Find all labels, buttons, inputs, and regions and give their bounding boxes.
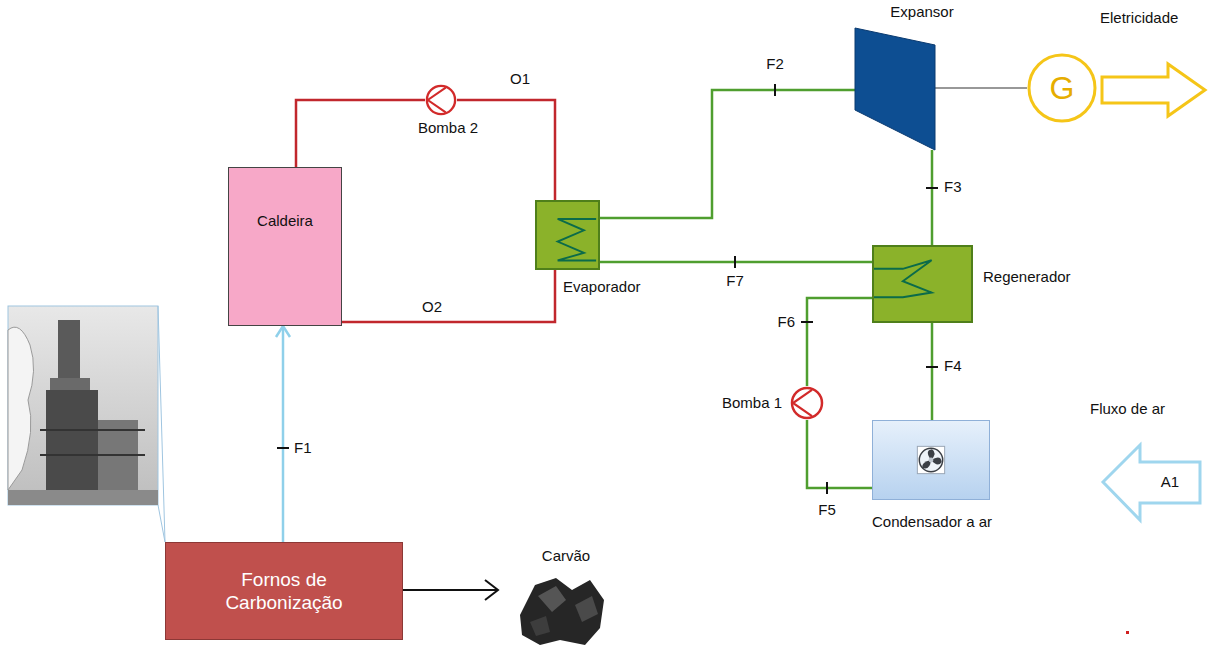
photo-leader	[158, 505, 165, 542]
charcoal-highlight	[538, 586, 566, 612]
flow-line	[282, 326, 285, 542]
stream-label: F6	[775, 313, 797, 331]
flow-line	[342, 270, 555, 322]
component-label: Condensador a ar	[872, 513, 992, 531]
photo-rail	[40, 429, 145, 431]
furnace-photo	[8, 306, 158, 505]
coil-drawing	[537, 202, 598, 268]
charcoal-lump	[520, 578, 604, 645]
expander-symbol: Expansor	[855, 25, 935, 150]
charcoal-arrowhead	[485, 580, 498, 600]
photo-leader	[158, 306, 165, 542]
pump-symbol: Bomba 2	[425, 84, 457, 116]
stream-tick	[774, 84, 776, 96]
stream-label: F1	[292, 439, 314, 457]
arrowhead	[276, 326, 290, 337]
output-label: Eletricidade	[1100, 9, 1178, 27]
product-label: Carvão	[542, 547, 590, 565]
air-condenser: Condensador a ar	[872, 420, 990, 500]
stream-label: F5	[816, 501, 838, 519]
stream-label: F7	[724, 272, 746, 290]
stream-label: F4	[942, 357, 964, 375]
component-label: Bomba 2	[418, 119, 478, 137]
flow-line	[457, 100, 555, 200]
flow-line	[935, 87, 1027, 88]
coil-drawing	[874, 247, 971, 321]
pump-impeller	[793, 390, 812, 416]
stream-number: A1	[1161, 473, 1179, 491]
heat-exchanger: Regenerador	[872, 245, 973, 323]
boiler-box: Caldeira	[228, 167, 342, 326]
air-flow-arrow	[1103, 445, 1200, 520]
flow-line	[931, 150, 934, 245]
node-label: Caldeira	[257, 212, 313, 230]
node-label: Fornos de Carbonização	[189, 568, 379, 614]
component-label: Expansor	[890, 3, 953, 21]
pump-drawing	[425, 84, 457, 116]
stream-label: F3	[942, 178, 964, 196]
fan-frame	[917, 446, 944, 473]
electricity-arrow	[1102, 64, 1205, 116]
pump-casing	[792, 388, 822, 418]
expander-body	[855, 28, 935, 150]
stream-tick	[801, 321, 813, 323]
node-label: G	[1050, 70, 1075, 106]
charcoal-highlight	[575, 596, 598, 622]
photo-ground	[8, 490, 158, 505]
stream-tick	[926, 187, 938, 189]
flow-line	[296, 100, 425, 167]
charcoal-pile	[520, 578, 604, 645]
coil-tube	[874, 260, 932, 297]
component-label: Evaporador	[563, 278, 641, 296]
pump-impeller	[428, 88, 446, 113]
charcoal-arrow	[403, 589, 497, 591]
photo-smoke	[8, 327, 34, 490]
pump-drawing	[790, 386, 824, 420]
stream-tick	[926, 366, 938, 368]
component-label: Regenerador	[983, 268, 1071, 286]
photo-rail	[40, 454, 145, 456]
photo-frame	[8, 306, 158, 505]
photo-platform	[50, 378, 90, 390]
coil-tube	[558, 219, 596, 260]
furnace-box: Fornos de Carbonização	[165, 542, 403, 640]
component-label: Bomba 1	[722, 394, 782, 412]
flow-label: Fluxo de ar	[1090, 400, 1165, 418]
stream-tick	[734, 256, 736, 268]
pump-symbol: Bomba 1	[790, 386, 824, 420]
stream-tick	[277, 447, 289, 449]
stream-label: F2	[764, 55, 786, 73]
fan-drawing	[873, 421, 989, 499]
stream-label: O2	[420, 298, 444, 316]
heat-exchanger: Evaporador	[535, 200, 600, 270]
stream-tick	[826, 482, 828, 494]
fan-ring	[919, 448, 942, 471]
generator-circle: G	[1027, 53, 1097, 123]
fan-hub	[929, 458, 934, 463]
flow-line	[807, 420, 872, 488]
flow-line	[807, 298, 872, 386]
photo-tower-top	[58, 320, 80, 380]
flow-line	[931, 323, 934, 420]
stray-mark	[1126, 631, 1129, 634]
expander-drawing	[855, 25, 935, 150]
stream-label: O1	[508, 70, 532, 88]
generator-ring	[1029, 55, 1095, 121]
photo-tower-body	[46, 390, 98, 490]
charcoal-highlight	[530, 616, 550, 636]
pump-casing	[427, 86, 455, 114]
flow-line	[600, 90, 855, 218]
